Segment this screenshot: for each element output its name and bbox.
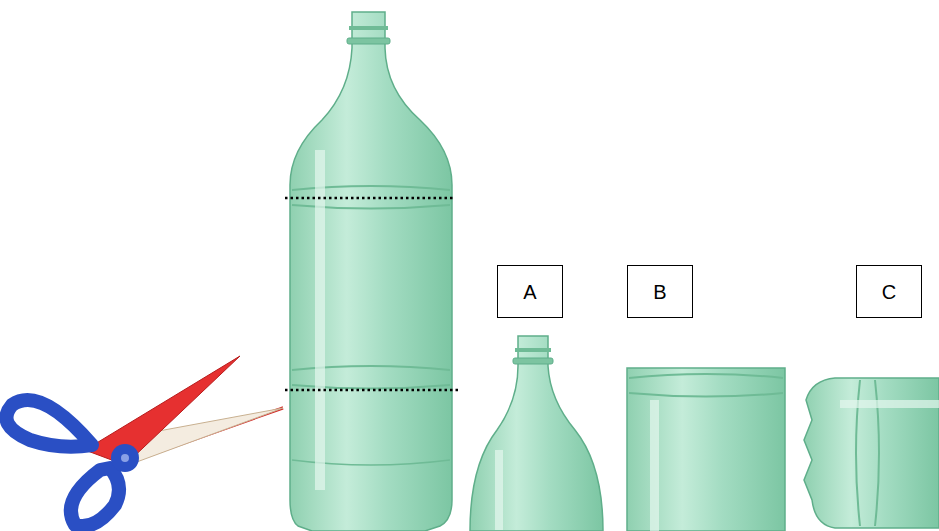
- letter-box: B: [627, 265, 693, 318]
- bottle-middle-piece: [627, 368, 785, 531]
- piece-letter: B: [653, 280, 666, 304]
- bottle-top-piece: [470, 336, 603, 531]
- bottle-bottom-piece: [804, 378, 939, 528]
- letter-box: C: [856, 265, 922, 318]
- scissors: [6, 356, 283, 526]
- letter-box: A: [497, 265, 563, 318]
- cut-line: [285, 389, 460, 392]
- whole-bottle: [290, 12, 452, 531]
- piece-letter: C: [882, 280, 896, 304]
- piece-letter: A: [523, 280, 536, 304]
- cut-line: [285, 197, 455, 200]
